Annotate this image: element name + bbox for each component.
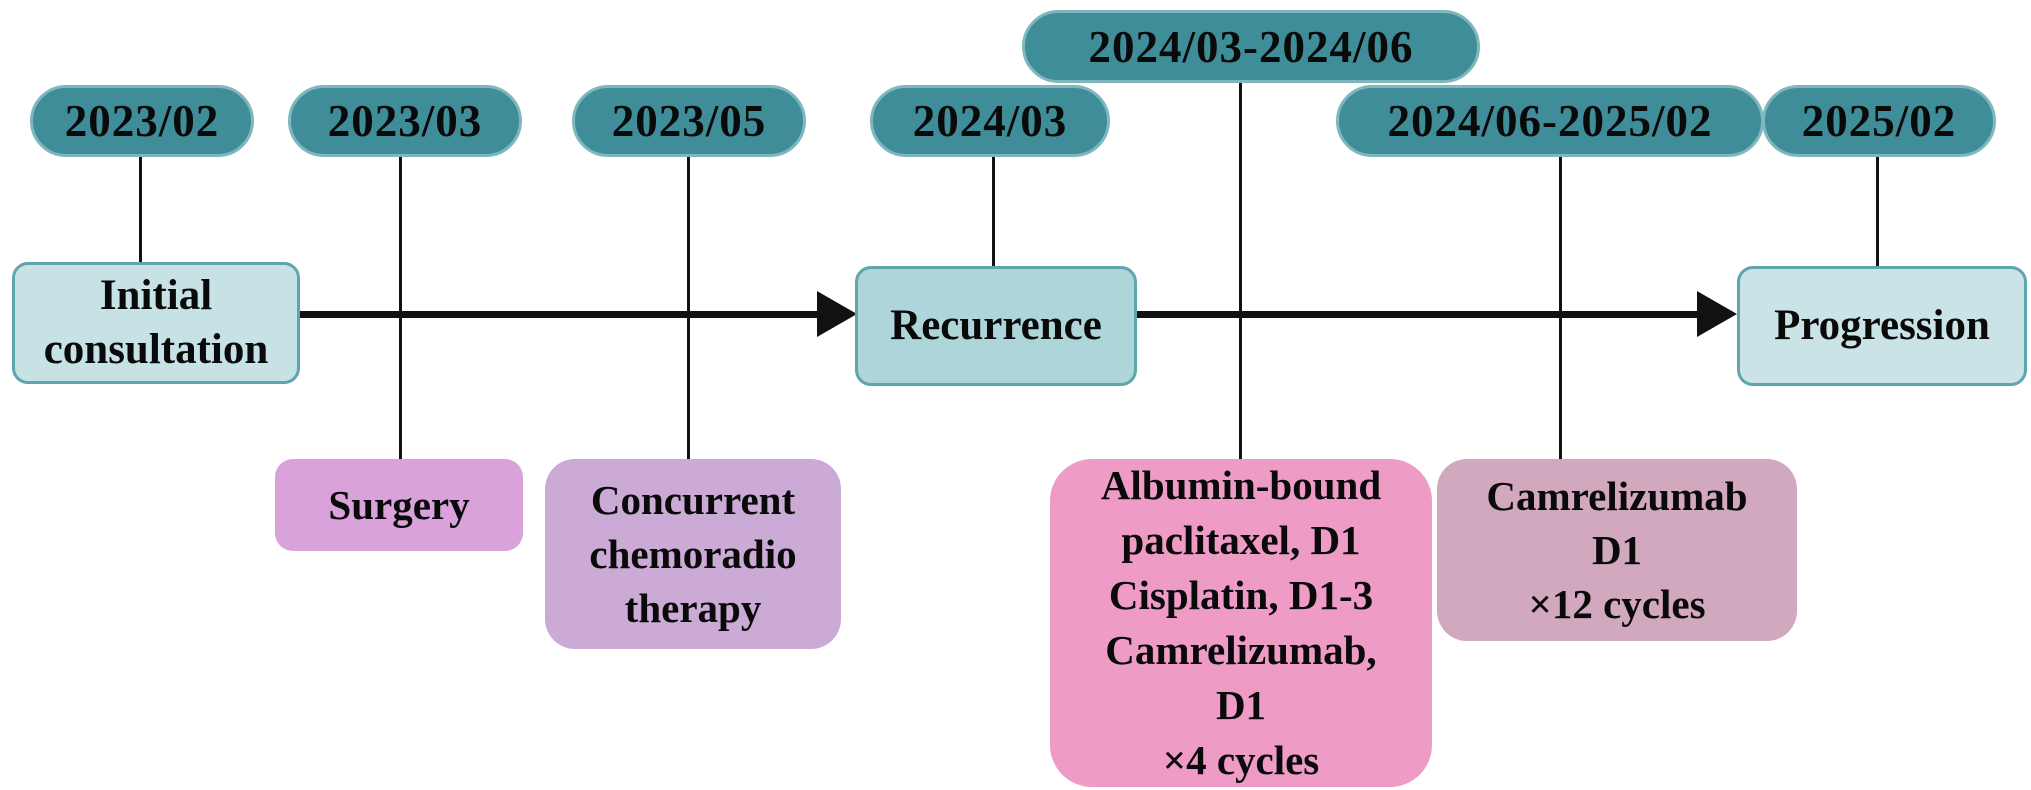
date-pill-2024-06-2025-02: 2024/06-2025/02 <box>1336 85 1764 157</box>
connector-line-2023-03 <box>399 156 402 461</box>
milestone-recurrence: Recurrence <box>855 266 1137 386</box>
date-pill-2025-02: 2025/02 <box>1762 85 1996 157</box>
arrowhead-1-icon <box>817 291 857 337</box>
date-pill-2024-03-2024-06: 2024/03-2024/06 <box>1022 10 1480 83</box>
connector-line-2024-06-2025-02 <box>1559 156 1562 461</box>
timeline-arrow-segment-1 <box>296 311 824 318</box>
connector-line-2024-03-2024-06 <box>1239 80 1242 461</box>
treatment-surgery: Surgery <box>275 459 523 551</box>
connector-line-2023-02 <box>139 156 142 264</box>
milestone-initial-consultation: Initial consultation <box>12 262 300 384</box>
date-pill-2024-03: 2024/03 <box>870 85 1110 157</box>
connector-line-2024-03 <box>992 156 995 268</box>
treatment-chemo-immunotherapy: Albumin-bound paclitaxel, D1 Cisplatin, … <box>1050 459 1432 787</box>
treatment-camrelizumab-maintenance: Camrelizumab D1 ×12 cycles <box>1437 459 1797 641</box>
connector-line-2023-05 <box>687 156 690 461</box>
date-pill-2023-02: 2023/02 <box>30 85 254 157</box>
milestone-progression: Progression <box>1737 266 2027 386</box>
date-pill-2023-05: 2023/05 <box>572 85 806 157</box>
connector-line-2025-02 <box>1876 156 1879 268</box>
timeline-arrow-segment-2 <box>1135 311 1703 318</box>
arrowhead-2-icon <box>1697 291 1737 337</box>
date-pill-2023-03: 2023/03 <box>288 85 522 157</box>
treatment-concurrent-chemoradiotherapy: Concurrent chemoradio therapy <box>545 459 841 649</box>
